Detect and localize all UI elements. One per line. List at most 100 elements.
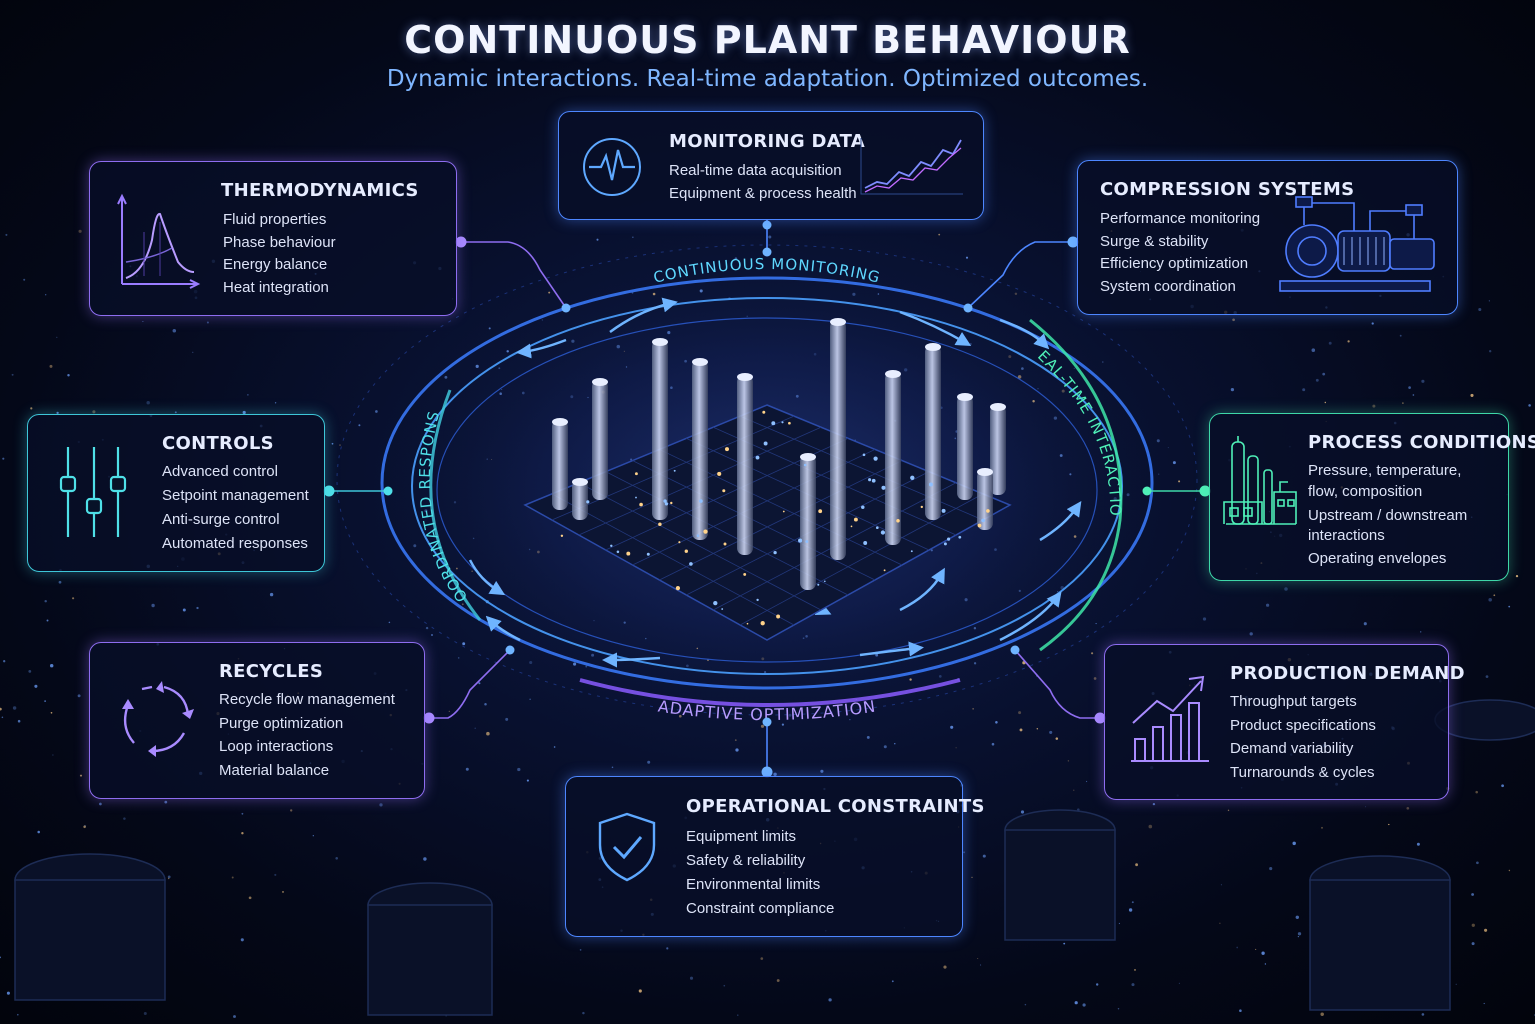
refinery-illustration xyxy=(523,318,1012,641)
plant-light xyxy=(873,456,878,461)
city-light xyxy=(37,830,40,834)
card-list: Performance monitoring Surge & stability… xyxy=(1100,210,1260,300)
city-light xyxy=(1156,439,1160,443)
city-light xyxy=(1239,1009,1242,1012)
distillation-column xyxy=(737,375,753,555)
distillation-column xyxy=(957,395,973,500)
city-light xyxy=(517,767,521,772)
city-light xyxy=(0,707,2,711)
distillation-column xyxy=(925,345,941,520)
sliders-icon xyxy=(59,447,127,537)
city-light xyxy=(457,657,460,659)
city-light xyxy=(1315,378,1319,382)
plant-light xyxy=(639,502,643,507)
city-light xyxy=(1484,928,1488,932)
city-light xyxy=(1134,969,1136,971)
city-light xyxy=(282,890,284,893)
grid-line xyxy=(632,460,876,581)
city-light xyxy=(943,965,947,969)
city-light xyxy=(760,957,764,960)
plant-light xyxy=(986,509,990,513)
card-controls: CONTROLS Advanced control Setpoint manag… xyxy=(27,414,325,572)
city-light xyxy=(977,957,979,960)
city-light xyxy=(67,373,70,377)
column-cap xyxy=(990,403,1006,411)
city-light xyxy=(689,976,694,980)
city-light xyxy=(1227,809,1230,812)
list-item: Equipment limits xyxy=(686,828,797,845)
list-item: Surge & stability xyxy=(1100,232,1209,250)
list-item: Energy balance xyxy=(223,256,328,273)
card-list: Equipment limits Safety & reliability En… xyxy=(686,828,834,924)
city-light xyxy=(474,727,476,729)
list-item: Recycle flow management xyxy=(219,691,395,708)
city-light xyxy=(1297,935,1300,938)
plant-light xyxy=(798,538,803,543)
city-light xyxy=(1024,1003,1027,1006)
city-light xyxy=(274,873,277,876)
plant-light xyxy=(817,583,820,586)
city-light xyxy=(465,767,469,771)
city-light xyxy=(425,626,429,630)
city-light xyxy=(1086,780,1088,783)
plant-light xyxy=(725,447,729,452)
trend-chart-icon xyxy=(860,138,963,195)
city-light xyxy=(448,710,450,712)
plant-light xyxy=(818,509,823,514)
plant-light xyxy=(981,518,985,523)
plant-light xyxy=(670,501,673,505)
city-light xyxy=(1220,884,1222,886)
city-light xyxy=(553,746,556,748)
city-light xyxy=(1255,948,1257,950)
card-process-conditions: PROCESS CONDITIONS Pressure, temperature… xyxy=(1209,413,1535,581)
card-list: Recycle flow management Purge optimizati… xyxy=(219,691,395,785)
card-title: RECYCLES xyxy=(219,661,324,682)
city-light xyxy=(72,597,75,600)
city-light xyxy=(379,803,383,807)
plant-light xyxy=(943,542,947,546)
grid-line xyxy=(739,415,984,521)
plant-light xyxy=(776,614,781,619)
card-title: CONTROLS xyxy=(162,433,274,454)
city-light xyxy=(760,724,765,728)
plant-light xyxy=(675,585,681,591)
list-item: Loop interactions xyxy=(219,738,334,755)
city-light xyxy=(242,410,246,415)
city-light xyxy=(1328,341,1332,345)
plant-light xyxy=(756,598,759,602)
city-light xyxy=(11,373,14,376)
plant-light xyxy=(722,489,726,493)
city-light xyxy=(1219,922,1221,924)
plant-light xyxy=(928,482,933,487)
city-light xyxy=(965,256,969,259)
column-cap xyxy=(652,338,668,346)
plant-light xyxy=(678,541,681,544)
city-light xyxy=(484,702,487,706)
plant-light xyxy=(850,525,853,528)
city-light xyxy=(526,779,529,782)
city-light xyxy=(56,411,59,415)
city-light xyxy=(1363,622,1367,626)
city-light xyxy=(955,747,957,749)
plant-light xyxy=(947,537,951,541)
city-light xyxy=(1471,923,1475,927)
city-light xyxy=(1128,908,1133,912)
city-light xyxy=(50,711,53,714)
plant-light xyxy=(689,562,693,566)
city-light xyxy=(290,809,293,812)
column-cap xyxy=(885,370,901,378)
city-light xyxy=(1324,401,1327,404)
city-light xyxy=(1131,901,1134,904)
city-light xyxy=(1311,348,1316,352)
city-light xyxy=(1320,1012,1324,1017)
city-light xyxy=(1172,461,1176,465)
city-light xyxy=(980,964,982,966)
list-item: Throughput targets xyxy=(1230,693,1357,710)
city-light xyxy=(164,800,168,804)
city-light xyxy=(1019,728,1023,732)
column-cap xyxy=(830,318,846,326)
page-subtitle: Dynamic interactions. Real-time adaptati… xyxy=(386,66,1149,92)
city-light xyxy=(972,708,974,710)
city-light xyxy=(1388,823,1390,826)
plant-light xyxy=(896,519,900,523)
